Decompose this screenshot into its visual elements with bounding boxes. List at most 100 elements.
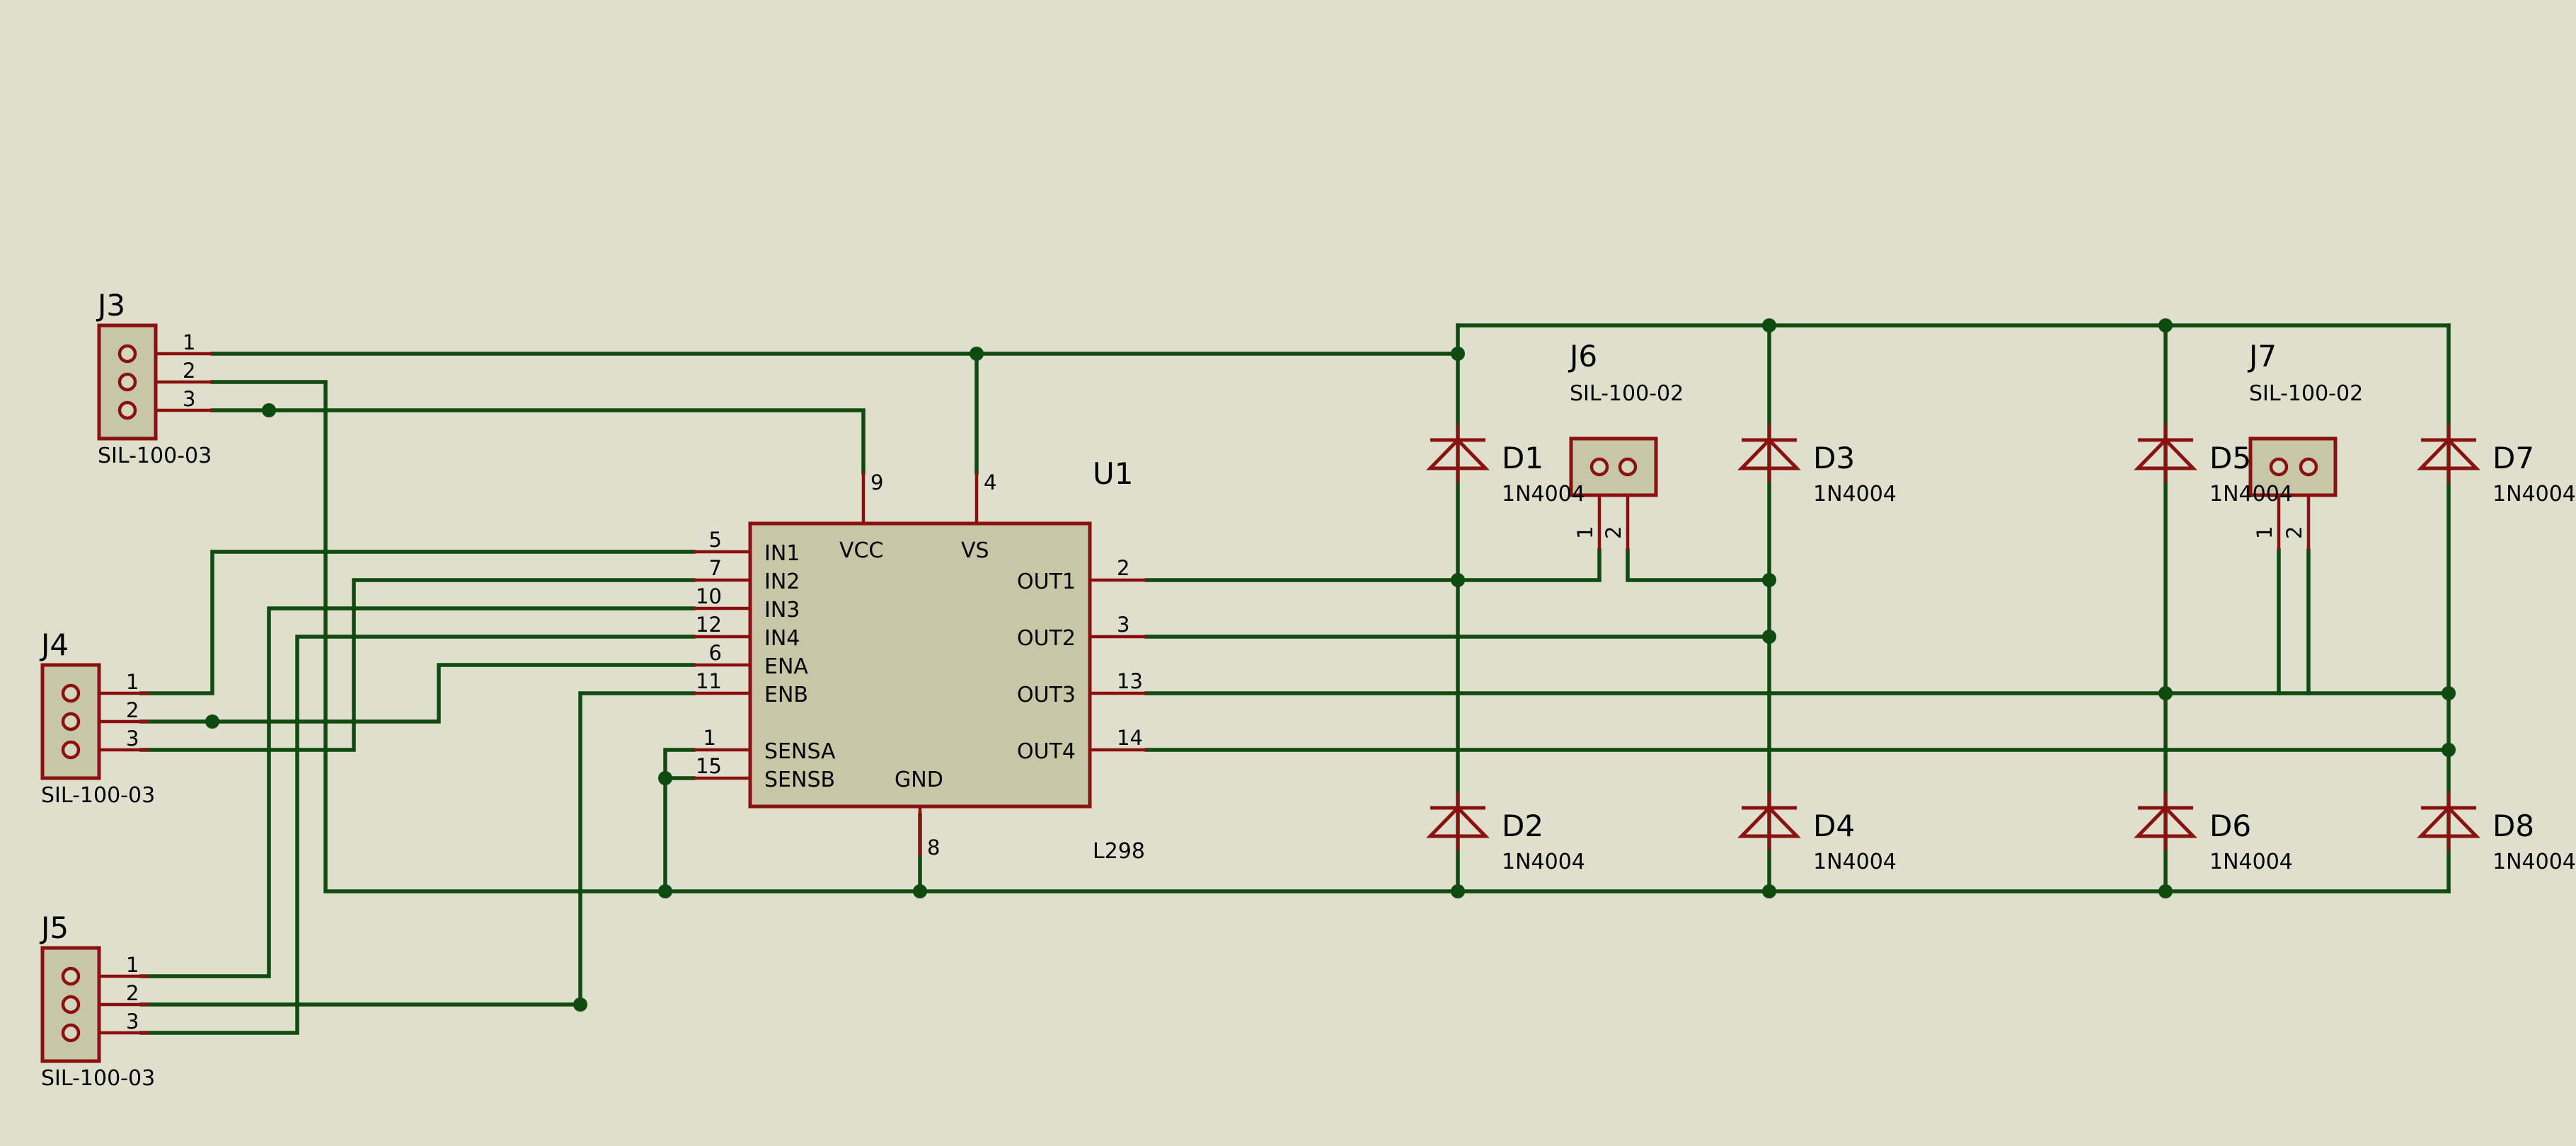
j5-ref: J5 — [39, 910, 69, 945]
wire-j5-pin2-enb — [139, 691, 696, 1007]
diode-d6[interactable]: D6 1N4004 — [2134, 792, 2293, 874]
j7-ref: J7 — [2247, 339, 2277, 374]
diode-d8[interactable]: D8 1N4004 — [2417, 792, 2576, 874]
u1-pin-name-enb: ENB — [764, 683, 808, 707]
d2-symbol — [1426, 805, 1490, 838]
j3-pad — [117, 344, 137, 364]
junction-dot — [1762, 630, 1776, 644]
junction-dot — [2158, 318, 2173, 332]
diode-d2[interactable]: D2 1N4004 — [1426, 792, 1585, 874]
junction-dot — [658, 884, 672, 898]
junction-dot — [658, 771, 672, 785]
wire-sense — [663, 748, 696, 893]
wires — [139, 323, 2451, 1035]
u1-pin-name-sensa: SENSA — [764, 739, 836, 764]
u1-pin-num-out4: 14 — [1117, 726, 1143, 750]
j5-pad — [61, 966, 81, 986]
diode-d5[interactable]: D5 1N4004 — [2134, 424, 2293, 507]
diode-d7[interactable]: D7 1N4004 — [2417, 424, 2576, 507]
u1-pin-name-ena: ENA — [764, 654, 808, 679]
d8-ref: D8 — [2492, 809, 2534, 843]
j5-pin-num: 2 — [126, 981, 139, 1005]
diode-d4[interactable]: D4 1N4004 — [1737, 792, 1897, 874]
junction-dot — [1762, 573, 1776, 587]
junction-dot — [970, 347, 984, 361]
j7-connector[interactable]: J7 SIL-100-02 1 2 — [2247, 339, 2363, 550]
junctions — [205, 318, 2456, 1012]
d4-symbol — [1737, 805, 1801, 838]
junction-dot — [2442, 686, 2456, 700]
u1-pin-num-sensb: 15 — [696, 754, 722, 778]
d6-symbol — [2134, 805, 2197, 838]
junction-dot — [262, 403, 276, 417]
u1-pin-name-out1: OUT1 — [1017, 569, 1076, 594]
wire-j5-pin3-in4 — [139, 635, 696, 1035]
j7-body — [2248, 436, 2338, 497]
d5-ref: D5 — [2209, 441, 2251, 475]
j7-pad — [2299, 457, 2318, 477]
j3-pad — [117, 400, 137, 420]
j5-value: SIL-100-03 — [41, 1066, 155, 1091]
d1-value: 1N4004 — [1502, 482, 1585, 507]
diode-d1[interactable]: D1 1N4004 — [1426, 424, 1585, 507]
u1-pin-num-out2: 3 — [1117, 613, 1129, 637]
j3-pin-num: 1 — [183, 330, 195, 354]
u1-l298[interactable]: U1 L298 IN1 IN2 IN3 IN4 ENA ENB SENSA SE… — [694, 456, 1146, 864]
junction-dot — [2158, 884, 2173, 898]
d6-value: 1N4004 — [2209, 850, 2293, 874]
j3-ref: J3 — [96, 288, 125, 323]
d2-value: 1N4004 — [1502, 850, 1585, 874]
junction-dot — [573, 997, 587, 1012]
junction-dot — [205, 714, 219, 729]
d2-ref: D2 — [1502, 809, 1543, 843]
j4-pin-num: 2 — [126, 698, 139, 722]
junction-dot — [1451, 347, 1465, 361]
junction-dot — [1451, 884, 1465, 898]
j3-connector[interactable]: J3 SIL-100-03 1 2 3 — [96, 288, 212, 468]
junction-dot — [2442, 743, 2456, 757]
j6-connector[interactable]: J6 SIL-100-02 1 2 — [1568, 339, 1684, 550]
u1-pin-name-gnd: GND — [895, 768, 943, 792]
d4-ref: D4 — [1813, 809, 1855, 843]
u1-pin-name-vs: VS — [961, 538, 989, 563]
j5-pad — [61, 1023, 81, 1043]
d1-ref: D1 — [1502, 441, 1543, 475]
wire-j4-pin1-in1 — [139, 550, 696, 695]
j4-pad — [61, 712, 81, 731]
junction-dot — [2158, 686, 2173, 700]
u1-pin-name-out3: OUT3 — [1017, 683, 1076, 707]
wire-j6-pin1 — [1456, 548, 1602, 582]
diode-d3[interactable]: D3 1N4004 — [1737, 424, 1897, 507]
j7-value: SIL-100-02 — [2249, 381, 2363, 406]
j7-pad — [2269, 457, 2289, 477]
j6-pad — [1589, 457, 1609, 477]
d4-value: 1N4004 — [1813, 850, 1897, 874]
j4-ref: J4 — [39, 627, 69, 662]
u1-pin-stubs — [694, 473, 1146, 856]
j6-value: SIL-100-02 — [1570, 381, 1684, 406]
j5-connector[interactable]: J5 SIL-100-03 1 2 3 — [39, 910, 155, 1091]
j4-connector[interactable]: J4 SIL-100-03 1 2 3 — [39, 627, 155, 808]
j4-value: SIL-100-03 — [41, 783, 155, 808]
j3-pin-num: 2 — [183, 359, 195, 383]
j5-pad — [61, 995, 81, 1014]
u1-pin-num-sensa: 1 — [703, 726, 716, 750]
d5-value: 1N4004 — [2209, 482, 2293, 507]
u1-pin-num-in1: 5 — [709, 528, 722, 552]
d1-symbol — [1426, 437, 1490, 470]
j4-pin-num: 3 — [126, 727, 139, 751]
j6-pin-num: 2 — [1602, 526, 1626, 539]
d7-ref: D7 — [2492, 441, 2534, 475]
u1-pin-num-out1: 2 — [1117, 556, 1129, 580]
j4-pin-num: 1 — [126, 670, 139, 694]
j4-pad — [61, 740, 81, 760]
d3-value: 1N4004 — [1813, 482, 1897, 507]
wire-j5-pin1-in3 — [139, 606, 696, 978]
j6-pin-num: 1 — [1573, 526, 1597, 539]
d6-ref: D6 — [2209, 809, 2251, 843]
d5-symbol — [2134, 437, 2197, 470]
j7-pin-num: 2 — [2282, 526, 2306, 539]
wire-j3-pin3-vcc — [210, 408, 866, 475]
junction-dot — [1451, 573, 1465, 587]
wire-j6-pin2 — [1626, 548, 1771, 582]
